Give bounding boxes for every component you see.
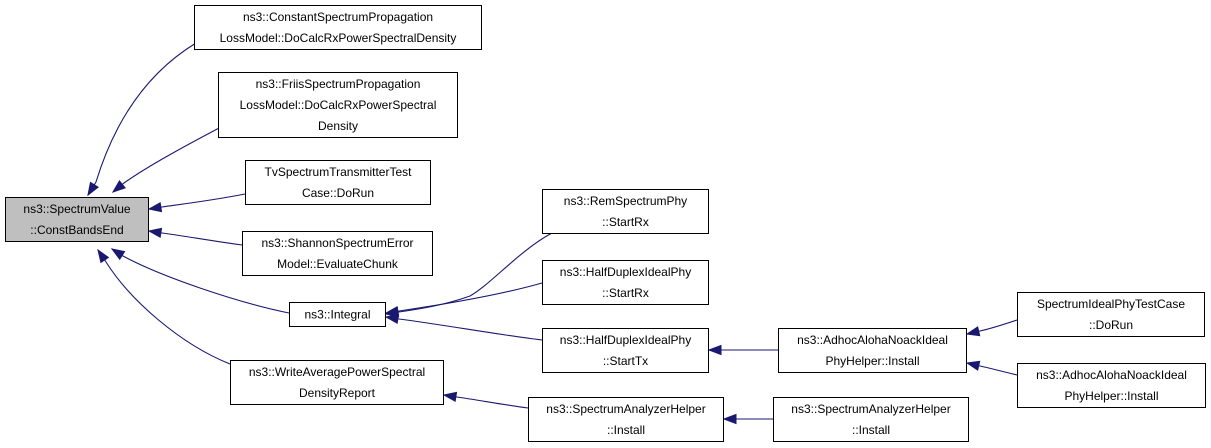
edge-constant-to-root [87, 42, 197, 196]
edges [87, 42, 1018, 425]
edge-shannon-to-root [148, 230, 243, 246]
node-integral[interactable]: ns3::Integral [289, 302, 386, 327]
node-adhoc2[interactable]: ns3::AdhocAlohaNoackIdealPhyHelper::Inst… [1017, 363, 1206, 408]
edge-analyzer1-to-writeavg [443, 394, 529, 409]
edge-remrx-to-integral [385, 232, 553, 315]
node-writeavg-label-line-1: ns3::WriteAveragePowerSpectral [249, 365, 425, 379]
arrowhead-analyzer1-to-writeavg [442, 391, 458, 403]
node-remrx-label-line-2: ::StartRx [602, 215, 649, 229]
edge-halfrx-to-integral [385, 282, 543, 314]
node-adhoc1[interactable]: ns3::AdhocAlohaNoackIdealPhyHelper::Inst… [778, 328, 967, 373]
edge-tvspectrum-to-root [148, 193, 246, 210]
edge-idealtest-to-adhoc1 [966, 319, 1018, 335]
node-tvspectrum-box[interactable] [245, 160, 431, 205]
node-idealtest-label-line-2: ::DoRun [1089, 318, 1133, 332]
node-halftx-label-line-1: ns3::HalfDuplexIdealPhy [560, 333, 691, 347]
node-analyzer1[interactable]: ns3::SpectrumAnalyzerHelper::Install [528, 397, 724, 442]
node-idealtest-box[interactable] [1017, 292, 1205, 337]
edge-adhoc2-to-adhoc1 [966, 362, 1018, 376]
node-root-box[interactable] [5, 197, 149, 242]
node-root-label-line-2: ::ConstBandsEnd [30, 223, 123, 237]
node-halfrx-label-line-2: ::StartRx [602, 286, 649, 300]
node-analyzer2-box[interactable] [773, 397, 969, 442]
node-halfrx-box[interactable] [542, 260, 709, 305]
node-friis-label-line-3: Density [318, 119, 358, 133]
node-halftx[interactable]: ns3::HalfDuplexIdealPhy::StartTx [542, 328, 709, 373]
arrowhead-friis-to-root [111, 180, 126, 193]
node-constant[interactable]: ns3::ConstantSpectrumPropagationLossMode… [194, 5, 482, 50]
node-friis-label-line-2: LossModel::DoCalcRxPowerSpectral [240, 98, 437, 112]
edge-integral-to-root [111, 248, 290, 314]
node-constant-label-line-2: LossModel::DoCalcRxPowerSpectralDensity [220, 31, 457, 45]
arrowhead-tvspectrum-to-root [147, 201, 163, 213]
node-analyzer2[interactable]: ns3::SpectrumAnalyzerHelper::Install [773, 397, 969, 442]
node-halfrx[interactable]: ns3::HalfDuplexIdealPhy::StartRx [542, 260, 709, 305]
node-tvspectrum-label-line-1: TvSpectrumTransmitterTest [265, 165, 413, 179]
arrowhead-analyzer2-to-analyzer1 [722, 413, 737, 425]
node-integral-label-line-1: ns3::Integral [304, 308, 370, 322]
node-analyzer1-label-line-1: ns3::SpectrumAnalyzerHelper [546, 402, 705, 416]
node-analyzer2-label-line-2: ::Install [852, 423, 890, 437]
node-writeavg[interactable]: ns3::WriteAveragePowerSpectralDensityRep… [230, 360, 444, 405]
node-remrx-label-line-1: ns3::RemSpectrumPhy [564, 194, 687, 208]
node-friis[interactable]: ns3::FriisSpectrumPropagationLossModel::… [218, 72, 458, 138]
node-constant-box[interactable] [194, 5, 482, 50]
node-remrx[interactable]: ns3::RemSpectrumPhy::StartRx [542, 189, 709, 234]
node-analyzer1-label-line-2: ::Install [607, 423, 645, 437]
node-shannon[interactable]: ns3::ShannonSpectrumErrorModel::Evaluate… [242, 231, 433, 276]
node-integral-box[interactable] [289, 302, 386, 327]
arrowhead-adhoc2-to-adhoc1 [965, 360, 981, 371]
node-shannon-label-line-1: ns3::ShannonSpectrumError [261, 236, 413, 250]
node-writeavg-box[interactable] [230, 360, 444, 405]
arrowhead-writeavg-to-root [97, 248, 110, 264]
node-adhoc2-label-line-2: PhyHelper::Install [1064, 389, 1158, 403]
arrowhead-idealtest-to-adhoc1 [965, 326, 981, 337]
node-halftx-label-line-2: ::StartTx [603, 354, 648, 368]
node-root[interactable]: ns3::SpectrumValue::ConstBandsEnd [5, 197, 149, 242]
node-shannon-label-line-2: Model::EvaluateChunk [277, 257, 399, 271]
arrowhead-adhoc1-to-halftx [707, 344, 722, 356]
node-constant-label-line-1: ns3::ConstantSpectrumPropagation [243, 10, 433, 24]
node-writeavg-label-line-2: DensityReport [299, 386, 376, 400]
node-idealtest-label-line-1: SpectrumIdealPhyTestCase [1037, 297, 1185, 311]
arrowhead-halftx-to-integral [384, 313, 400, 325]
node-analyzer2-label-line-1: ns3::SpectrumAnalyzerHelper [791, 402, 950, 416]
node-adhoc1-label-line-1: ns3::AdhocAlohaNoackIdeal [797, 333, 948, 347]
nodes: ns3::SpectrumValue::ConstBandsEnd ns3::Co… [5, 5, 1206, 442]
edge-friis-to-root [112, 126, 222, 193]
arrowhead-halfrx-to-integral [384, 305, 400, 317]
node-adhoc1-label-line-2: PhyHelper::Install [825, 354, 919, 368]
node-halftx-box[interactable] [542, 328, 709, 373]
node-adhoc2-label-line-1: ns3::AdhocAlohaNoackIdeal [1036, 368, 1187, 382]
arrowhead-constant-to-root [87, 181, 99, 197]
edge-halftx-to-integral [385, 316, 543, 341]
node-idealtest[interactable]: SpectrumIdealPhyTestCase::DoRun [1017, 292, 1205, 337]
node-root-label-line-1: ns3::SpectrumValue [23, 202, 130, 216]
node-halfrx-label-line-1: ns3::HalfDuplexIdealPhy [560, 265, 691, 279]
node-adhoc2-box[interactable] [1017, 363, 1206, 408]
node-analyzer1-box[interactable] [528, 397, 724, 442]
node-friis-label-line-1: ns3::FriisSpectrumPropagation [256, 77, 421, 91]
node-friis-box[interactable] [218, 72, 458, 138]
node-shannon-box[interactable] [242, 231, 433, 276]
arrowhead-integral-to-root [110, 248, 126, 261]
arrowhead-shannon-to-root [147, 227, 163, 239]
node-tvspectrum-label-line-2: Case::DoRun [302, 186, 374, 200]
node-remrx-box[interactable] [542, 189, 709, 234]
node-adhoc1-box[interactable] [778, 328, 967, 373]
edge-writeavg-to-root [97, 249, 231, 365]
